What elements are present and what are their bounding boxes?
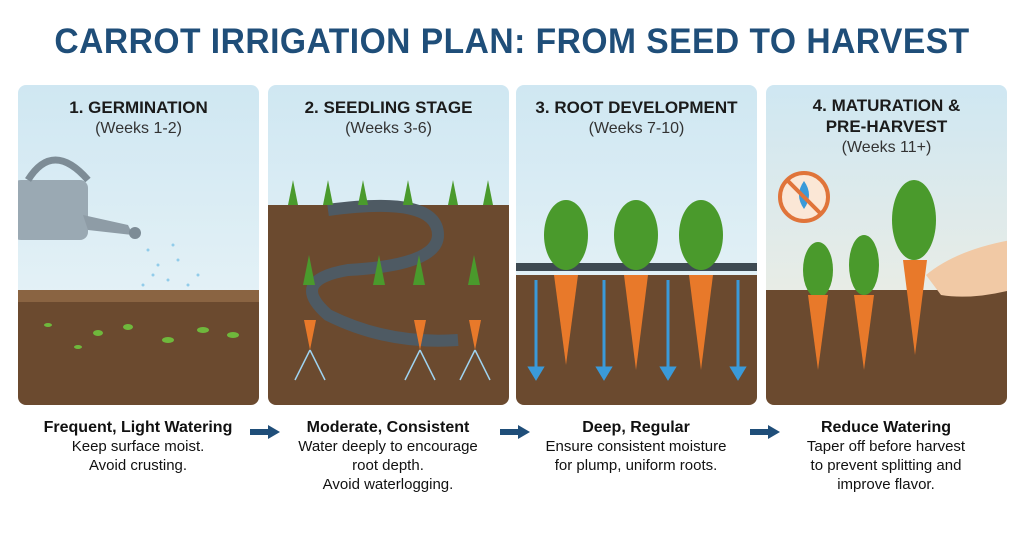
arrow-right-icon <box>250 425 280 439</box>
page-title: CARROT IRRIGATION PLAN: FROM SEED TO HAR… <box>54 22 970 61</box>
hand-icon <box>926 240 1007 297</box>
caption-title: Reduce Watering <box>820 419 952 436</box>
caption-line: Avoid waterlogging. <box>322 476 454 493</box>
caption-title: Moderate, Consistent <box>306 419 470 436</box>
stage-panel-germination: 1. GERMINATION (Weeks 1-2) <box>18 85 259 405</box>
caption-title: Deep, Regular <box>582 419 690 436</box>
stage-weeks: (Weeks 7-10) <box>588 120 685 137</box>
caption-line: improve flavor. <box>837 476 935 493</box>
stage-weeks: (Weeks 11+) <box>841 139 932 156</box>
seedling-illustration <box>268 180 509 405</box>
stage-heading: 1. GERMINATION <box>69 98 208 117</box>
stage-panel-seedling: 2. SEEDLING STAGE (Weeks 3-6) <box>268 85 509 405</box>
caption-line: Avoid crusting. <box>88 457 188 474</box>
stage-weeks: (Weeks 3-6) <box>345 120 432 137</box>
stage-panel-root-development: 3. ROOT DEVELOPMENT (Weeks 7-10) <box>516 85 757 405</box>
stage-heading: 4. MATURATION & PRE-HARVEST <box>812 96 961 136</box>
watering-can-icon <box>18 156 141 240</box>
caption-line: root depth. <box>352 457 424 474</box>
stage-panel-maturation: 4. MATURATION & PRE-HARVEST (Weeks 11+) <box>766 85 1007 405</box>
caption-line: Ensure consistent moisture <box>545 438 727 455</box>
maturation-illustration <box>766 171 1007 405</box>
caption-line: Water deeply to encourage <box>298 438 478 455</box>
caption-line: for plump, uniform roots. <box>554 457 718 474</box>
caption-line: Taper off before harvest <box>806 438 966 455</box>
no-water-icon <box>778 171 830 223</box>
root-development-illustration <box>516 200 757 405</box>
caption-title: Frequent, Light Watering <box>43 419 233 436</box>
stage-weeks: (Weeks 1-2) <box>95 120 182 137</box>
caption-line: to prevent splitting and <box>810 457 962 474</box>
stage-heading: 3. ROOT DEVELOPMENT <box>535 98 738 117</box>
sprout-icons <box>44 323 239 349</box>
stage-heading: 2. SEEDLING STAGE <box>304 98 473 117</box>
caption-line: Keep surface moist. <box>71 438 205 455</box>
arrow-right-icon <box>750 425 780 439</box>
water-arrow-icons <box>527 280 747 381</box>
soaker-hose-icon <box>306 199 459 347</box>
germination-illustration <box>18 156 259 405</box>
arrow-right-icon <box>500 425 530 439</box>
